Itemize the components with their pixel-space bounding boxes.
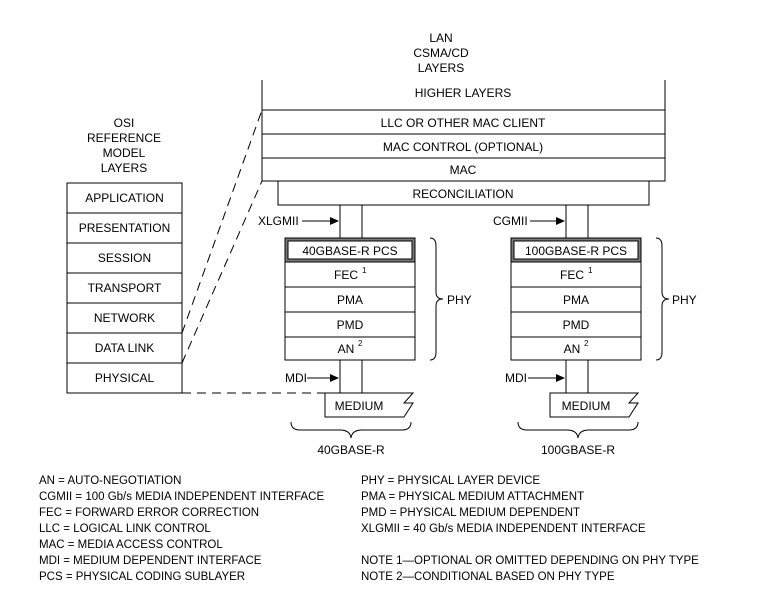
mapping-line-middle xyxy=(181,180,263,364)
lan-header: LAN CSMA/CD LAYERS xyxy=(413,31,469,75)
phy-100g-name-brace xyxy=(517,421,639,439)
mac-label: MAC xyxy=(450,163,477,177)
pma-40g-box xyxy=(284,286,416,313)
fec-40g-label: FEC xyxy=(334,268,358,282)
llc-label: LLC OR OTHER MAC CLIENT xyxy=(381,116,546,130)
lan-header-line-1: LAN xyxy=(429,31,452,45)
osi-header-line-2: REFERENCE xyxy=(87,131,161,145)
mdi-40g-label: MDI xyxy=(285,371,307,385)
pmd-100g-label: PMD xyxy=(563,318,590,332)
medium-40g-shape xyxy=(324,392,415,418)
legend-pma: PMA = PHYSICAL MEDIUM ATTACHMENT xyxy=(361,491,584,503)
mdi-40g-arrow-icon xyxy=(330,374,339,382)
xlgmii-arrow-icon xyxy=(330,217,339,225)
legend-pcs: PCS = PHYSICAL CODING SUBLAYER xyxy=(39,571,245,583)
mac-control-label: MAC CONTROL (OPTIONAL) xyxy=(383,140,543,154)
pmd-40g-label: PMD xyxy=(337,318,364,332)
osi-data-link-label: DATA LINK xyxy=(95,341,155,355)
osi-transport-box xyxy=(66,272,183,304)
reconciliation-box xyxy=(277,180,650,206)
an-40g-note-marker: 2 xyxy=(358,339,363,348)
pmd-100g-box xyxy=(510,311,642,338)
legend-pmd: PMD = PHYSICAL MEDIUM DEPENDENT xyxy=(361,507,580,519)
cgmii-connector xyxy=(565,204,589,239)
osi-header-line-1: OSI xyxy=(114,116,135,130)
phy-40gbase-r: XLGMII 40GBASE-R PCS FEC 1 PMA PMD AN 2 … xyxy=(258,204,472,457)
medium-100g-shape xyxy=(549,392,640,418)
phy-100gbase-r: CGMII 100GBASE-R PCS FEC 1 PMA PMD AN 2 … xyxy=(493,204,697,457)
osi-presentation-label: PRESENTATION xyxy=(79,221,171,235)
pcs-100g-label: 100GBASE-R PCS xyxy=(525,244,627,258)
mdi-100g-connector xyxy=(565,359,589,394)
legend-llc: LLC = LOGICAL LINK CONTROL xyxy=(39,523,211,535)
cgmii-label: CGMII xyxy=(493,214,528,228)
legend-mac: MAC = MEDIA ACCESS CONTROL xyxy=(39,539,223,551)
phy-100g-brace xyxy=(655,237,670,361)
legend-left: AN = AUTO-NEGOTIATION CGMII = 100 Gb/s M… xyxy=(39,475,324,583)
osi-transport-label: TRANSPORT xyxy=(88,281,162,295)
osi-network-label: NETWORK xyxy=(94,311,155,325)
osi-physical-box xyxy=(66,362,183,394)
mac-control-box xyxy=(261,133,666,159)
lan-header-line-3: LAYERS xyxy=(418,61,464,75)
phy-40g-name-brace xyxy=(290,421,412,439)
mdi-40g-connector xyxy=(339,359,363,394)
fec-40g-note-marker: 1 xyxy=(362,266,367,275)
mdi-100g-arrow-icon xyxy=(556,374,565,382)
pma-100g-box xyxy=(510,286,642,313)
osi-header-line-3: MODEL xyxy=(103,146,146,160)
osi-application-label: APPLICATION xyxy=(85,191,163,205)
medium-40g-label: MEDIUM xyxy=(335,399,384,413)
an-40g-label: AN xyxy=(338,342,355,356)
cgmii-arrow-icon xyxy=(556,217,565,225)
an-100g-note-marker: 2 xyxy=(584,339,589,348)
phy-40g-brace xyxy=(429,237,444,361)
legend-right: PHY = PHYSICAL LAYER DEVICE PMA = PHYSIC… xyxy=(361,475,699,583)
osi-header: OSI REFERENCE MODEL LAYERS xyxy=(87,116,161,175)
osi-session-label: SESSION xyxy=(98,251,151,265)
osi-header-line-4: LAYERS xyxy=(101,161,147,175)
osi-data-link-box xyxy=(66,332,183,364)
higher-layers-label: HIGHER LAYERS xyxy=(415,86,511,100)
mapping-line-top xyxy=(181,109,263,334)
legend-mdi: MDI = MEDIUM DEPENDENT INTERFACE xyxy=(39,555,262,567)
pma-100g-label: PMA xyxy=(563,293,589,307)
mdi-100g-label: MDI xyxy=(505,371,527,385)
legend-fec: FEC = FORWARD ERROR CORRECTION xyxy=(39,507,259,519)
pmd-40g-box xyxy=(284,311,416,338)
fec-100g-box xyxy=(510,261,642,288)
fec-100g-note-marker: 1 xyxy=(588,266,593,275)
note-1: NOTE 1—OPTIONAL OR OMITTED DEPENDING ON … xyxy=(361,555,699,567)
reconciliation-label: RECONCILIATION xyxy=(412,187,513,201)
phy-40g-label: PHY xyxy=(447,293,472,307)
osi-physical-label: PHYSICAL xyxy=(95,371,155,385)
osi-session-box xyxy=(66,242,183,274)
phy-40g-name: 40GBASE-R xyxy=(317,443,385,457)
legend-cgmii: CGMII = 100 Gb/s MEDIA INDEPENDENT INTER… xyxy=(39,491,324,503)
legend-phy: PHY = PHYSICAL LAYER DEVICE xyxy=(361,475,540,487)
fec-40g-box xyxy=(284,261,416,288)
legend-xlgmii: XLGMII = 40 Gb/s MEDIA INDEPENDENT INTER… xyxy=(361,523,646,535)
lan-header-line-2: CSMA/CD xyxy=(413,46,469,60)
osi-application-box xyxy=(66,182,183,214)
phy-100g-label: PHY xyxy=(672,293,697,307)
an-100g-label: AN xyxy=(564,342,581,356)
xlgmii-label: XLGMII xyxy=(258,214,299,228)
fec-100g-label: FEC xyxy=(560,268,584,282)
medium-100g-label: MEDIUM xyxy=(562,399,611,413)
pcs-40g-label: 40GBASE-R PCS xyxy=(302,244,397,258)
pcs-100g-box xyxy=(513,240,639,260)
lan-stack: HIGHER LAYERS LLC OR OTHER MAC CLIENT MA… xyxy=(261,80,666,206)
osi-stack: APPLICATION PRESENTATION SESSION TRANSPO… xyxy=(66,182,183,394)
phy-100g-name: 100GBASE-R xyxy=(541,443,615,457)
pma-40g-label: PMA xyxy=(337,293,363,307)
xlgmii-connector xyxy=(339,204,363,239)
legend-an: AN = AUTO-NEGOTIATION xyxy=(39,475,181,487)
note-2: NOTE 2—CONDITIONAL BASED ON PHY TYPE xyxy=(361,571,615,583)
osi-presentation-box xyxy=(66,212,183,244)
pcs-40g-box xyxy=(287,240,413,260)
osi-mapping-lines xyxy=(181,109,340,394)
